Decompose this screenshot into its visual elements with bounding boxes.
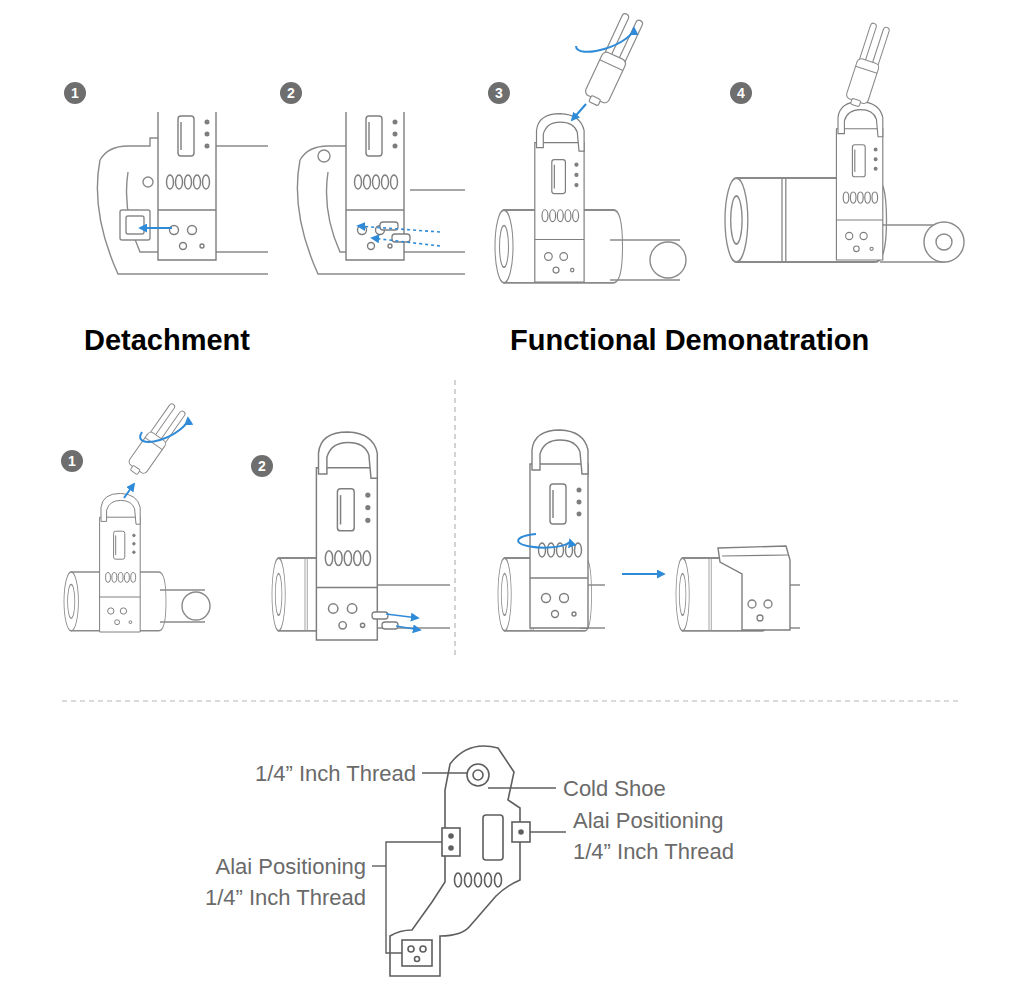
- callout-number: 2: [280, 82, 302, 104]
- step-1-figure: [97, 112, 268, 274]
- insert-arrow: [140, 227, 172, 229]
- function-figure: [498, 430, 800, 631]
- callout-number: 4: [730, 82, 752, 104]
- part-label: Cold Shoe: [563, 773, 666, 804]
- fold-arrows: [518, 534, 664, 574]
- step-2-figure: [297, 112, 465, 274]
- rotate-arrow: [572, 28, 634, 120]
- section-heading: Functional Demonatration: [510, 323, 869, 357]
- part-label: 1/4” Inch Thread: [255, 758, 416, 789]
- callout-number: 1: [64, 82, 86, 104]
- unscrew-arrows: [386, 614, 420, 630]
- section-heading: Detachment: [84, 323, 250, 357]
- screw-arrows: [358, 226, 440, 246]
- detach-2-figure: [272, 432, 450, 640]
- callout-number: 2: [251, 455, 273, 477]
- remove-arrow: [124, 418, 188, 498]
- leader-lines: [372, 773, 566, 953]
- divider: [62, 700, 962, 701]
- step-4-figure: [725, 22, 964, 262]
- step-3-figure: [495, 12, 686, 283]
- callout-number: 1: [61, 450, 83, 472]
- divider: [454, 380, 455, 658]
- detach-1-figure: [64, 402, 210, 632]
- part-label: Alai Positioning 1/4” Inch Thread: [190, 851, 366, 913]
- callout-number: 3: [488, 82, 510, 104]
- part-label: Alai Positioning 1/4” Inch Thread: [573, 805, 749, 867]
